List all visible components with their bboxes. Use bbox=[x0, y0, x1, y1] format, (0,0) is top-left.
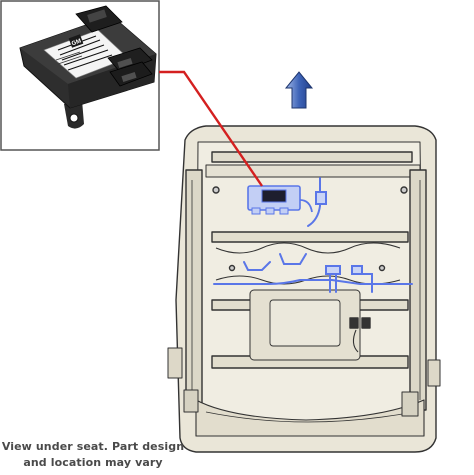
highlighted-harness bbox=[213, 177, 413, 293]
module-photo: GM bbox=[19, 5, 157, 129]
seat-inner-shell bbox=[195, 141, 425, 437]
right-side-rail bbox=[409, 169, 427, 411]
front-rail bbox=[211, 151, 413, 163]
gm-logo-mark bbox=[68, 34, 84, 48]
direction-arrow bbox=[284, 71, 314, 109]
leader-line bbox=[159, 70, 263, 187]
caption-line-1: View under seat. Part design bbox=[1, 440, 185, 453]
seat-frame bbox=[167, 125, 441, 453]
cross-member-1 bbox=[211, 231, 409, 243]
caption-line-2: and location may vary bbox=[23, 456, 163, 469]
inset-photo: GM bbox=[0, 0, 160, 151]
module-logo-text: GM bbox=[71, 38, 82, 47]
left-side-rail bbox=[185, 169, 203, 411]
highlighted-module bbox=[247, 185, 313, 215]
